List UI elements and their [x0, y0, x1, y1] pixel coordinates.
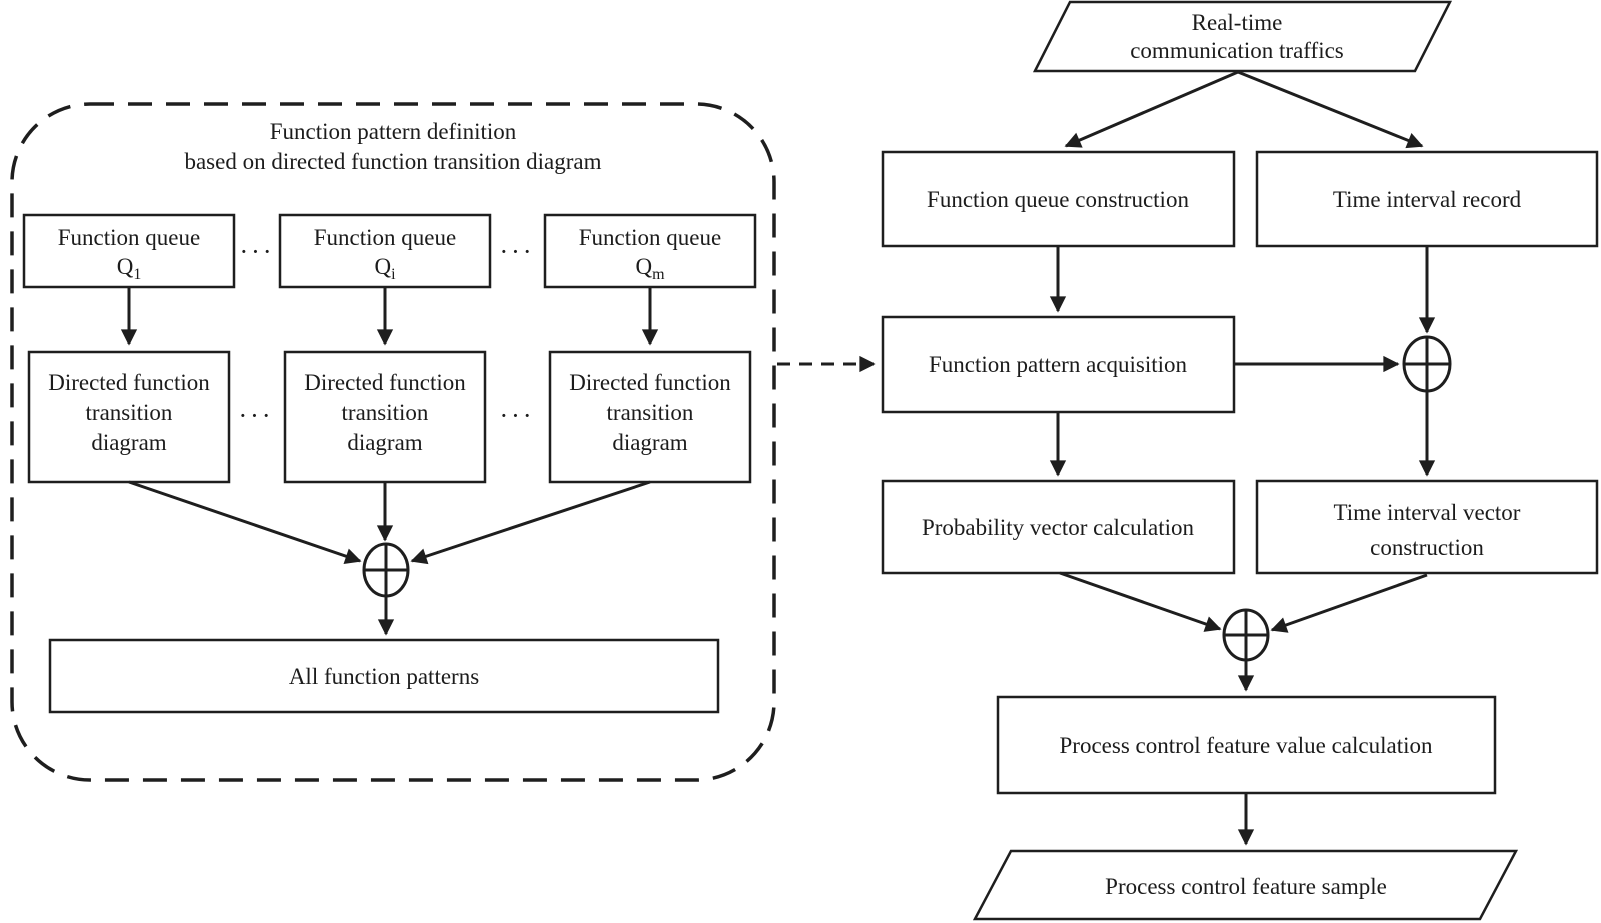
- function-pattern-acquisition-label: Function pattern acquisition: [929, 352, 1188, 377]
- arrow-diagram1-to-merge: [128, 480, 362, 564]
- transition-diagram-box-3-rect: [548, 350, 752, 484]
- time-interval-vector-construction-rect: [1255, 479, 1599, 575]
- function-queue-box-3-rect: [543, 213, 757, 289]
- time-interval-vector-construction-box: Time interval vector construction: [1255, 479, 1599, 575]
- transition-diagram-box-2: Directed function transition diagram: [283, 350, 487, 484]
- function-queue-construction-rect: [881, 150, 1236, 248]
- process-control-feature-value-box: Process control feature value calculatio…: [996, 695, 1497, 795]
- function-queue-box-3-label: Function queue: [579, 225, 721, 250]
- probability-vector-calculation-box: Probability vector calculation: [881, 479, 1236, 575]
- time-interval-record-label: Time interval record: [1333, 187, 1522, 212]
- transition-diagram-box-1-line2: transition: [86, 400, 173, 425]
- function-queue-box-2-symbol: Qi: [374, 254, 396, 283]
- function-queue-box-3: Function queue Qm: [543, 213, 757, 289]
- diagram-row-ellipsis-1: ···: [239, 401, 274, 430]
- process-control-feature-value-label: Process control feature value calculatio…: [1060, 733, 1433, 758]
- merge-xor-icon-right-bottom: [1222, 608, 1270, 662]
- function-queue-box-2: Function queue Qi: [278, 213, 492, 289]
- queue-row-ellipsis-2: ···: [500, 237, 535, 266]
- time-interval-vector-line1: Time interval vector: [1334, 500, 1521, 525]
- diagram-row-ellipsis-2: ···: [500, 401, 535, 430]
- transition-diagram-box-2-line2: transition: [342, 400, 429, 425]
- transition-diagram-box-1-line1: Directed function: [48, 370, 210, 395]
- dashed-panel-border: [10, 102, 776, 782]
- function-queue-box-1: Function queue Q1: [22, 213, 236, 289]
- process-control-feature-value-rect: [996, 695, 1497, 795]
- transition-diagram-box-3: Directed function transition diagram: [548, 350, 752, 484]
- merge-xor-icon-right-top: [1402, 335, 1452, 393]
- process-control-feature-sample-shape: [972, 849, 1519, 921]
- transition-diagram-box-2-rect: [283, 350, 487, 484]
- function-queue-construction-label: Function queue construction: [927, 187, 1189, 212]
- probability-vector-calculation-label: Probability vector calculation: [922, 515, 1195, 540]
- transition-diagram-box-3-line3: diagram: [612, 430, 687, 455]
- realtime-processing-flow: Real-time communication traffics Functio…: [881, 0, 1599, 921]
- function-queue-box-2-label: Function queue: [314, 225, 456, 250]
- transition-diagram-box-1-line3: diagram: [91, 430, 166, 455]
- arrow-diagram3-to-merge: [410, 480, 651, 565]
- panel-title-line2: based on directed function transition di…: [184, 149, 601, 174]
- transition-diagram-box-3-line1: Directed function: [569, 370, 731, 395]
- function-queue-box-2-rect: [278, 213, 492, 289]
- panel-title-line1: Function pattern definition: [270, 119, 517, 144]
- transition-diagram-box-2-line3: diagram: [347, 430, 422, 455]
- probability-vector-calculation-rect: [881, 479, 1236, 575]
- transition-diagram-box-1: Directed function transition diagram: [27, 350, 231, 484]
- function-queue-box-3-symbol: Qm: [635, 254, 665, 283]
- process-control-feature-sample-label: Process control feature sample: [1105, 874, 1387, 899]
- all-function-patterns-label: All function patterns: [289, 664, 479, 689]
- realtime-traffics-shape: [1032, 0, 1453, 73]
- all-function-patterns-rect: [48, 638, 720, 714]
- function-pattern-acquisition-box: Function pattern acquisition: [881, 315, 1236, 414]
- process-control-feature-sample-output: Process control feature sample: [972, 849, 1519, 921]
- arrow-probability-to-merge2: [1059, 571, 1222, 632]
- function-pattern-definition-panel: Function pattern definition based on dir…: [10, 102, 776, 782]
- arrow-time-vector-to-merge2: [1270, 573, 1428, 633]
- time-interval-vector-line2: construction: [1370, 535, 1484, 560]
- merge-xor-icon-left: [362, 542, 410, 598]
- realtime-traffics-input: Real-time communication traffics: [1032, 0, 1453, 73]
- function-queue-construction-box: Function queue construction: [881, 150, 1236, 248]
- realtime-traffics-line1: Real-time: [1192, 10, 1283, 35]
- transition-diagram-box-3-line2: transition: [607, 400, 694, 425]
- arrow-input-to-time-record: [1237, 70, 1424, 149]
- realtime-traffics-line2: communication traffics: [1130, 38, 1344, 63]
- arrow-input-to-queue-construction: [1064, 70, 1239, 148]
- function-queue-box-1-symbol: Q1: [117, 254, 142, 283]
- function-queue-box-1-label: Function queue: [58, 225, 200, 250]
- queue-row-ellipsis-1: ···: [240, 237, 275, 266]
- transition-diagram-box-2-line1: Directed function: [304, 370, 466, 395]
- all-function-patterns-box: All function patterns: [48, 638, 720, 714]
- time-interval-record-box: Time interval record: [1255, 150, 1599, 248]
- transition-diagram-box-1-rect: [27, 350, 231, 484]
